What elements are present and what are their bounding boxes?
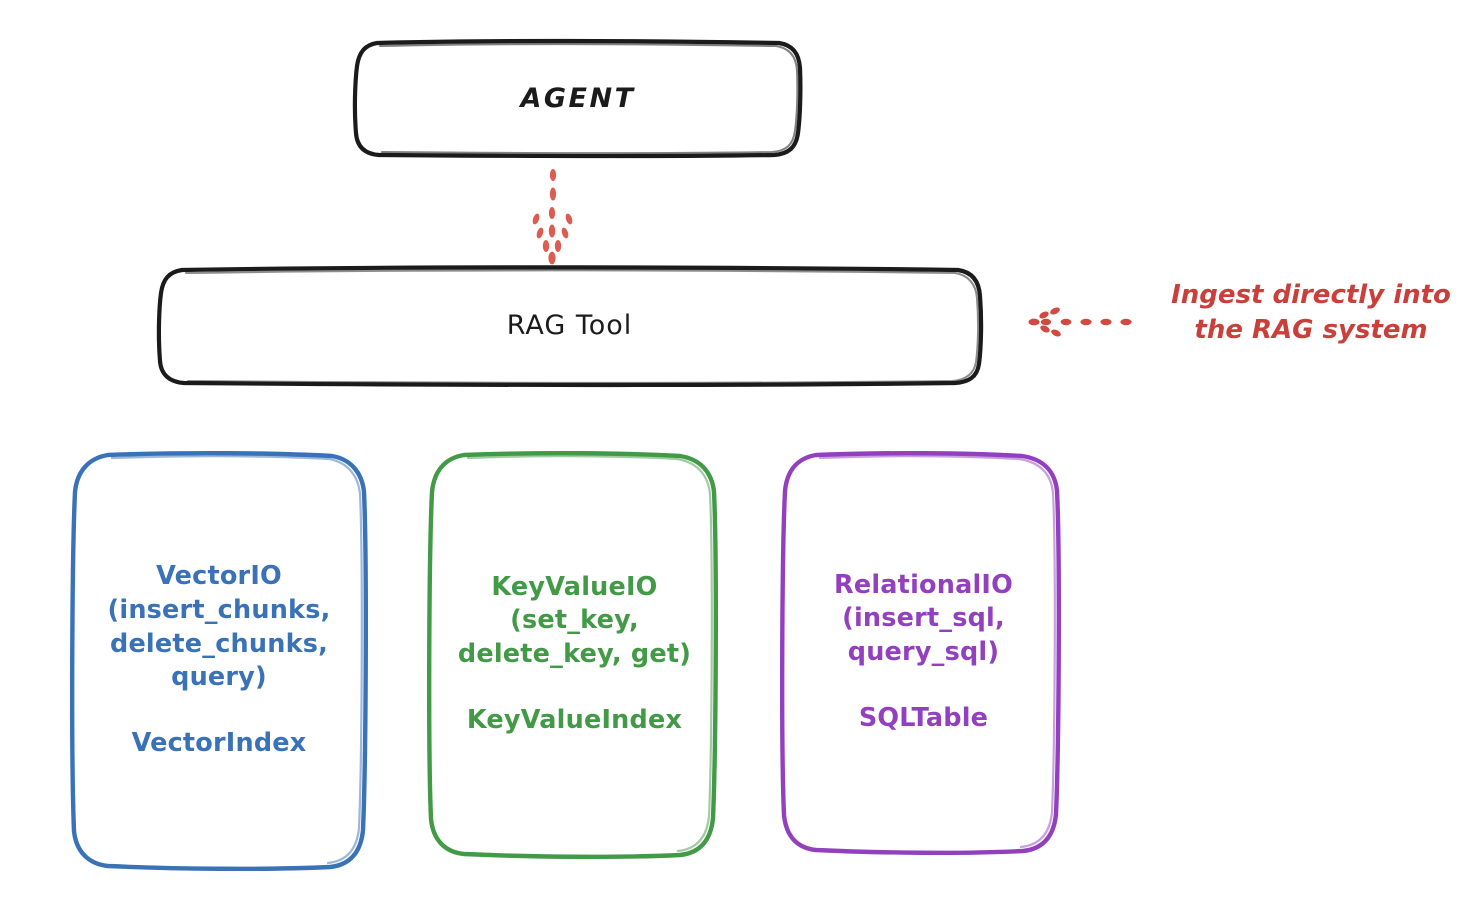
annotation-ingest-directly: Ingest directly into the RAG system: [1171, 280, 1451, 345]
node-relational-io[interactable]: RelationalIO (insert_sql, query_sql) SQL…: [784, 452, 1063, 852]
key-value-io-label: KeyValueIO (set_key, delete_key, get): [457, 571, 692, 669]
vector-io-sublabel: VectorIndex: [131, 727, 307, 758]
node-key-value-io[interactable]: KeyValueIO (set_key, delete_key, get) Ke…: [430, 452, 719, 856]
connector-ingest-to-rag-tool: [1028, 307, 1132, 337]
agent-label: AGENT: [520, 82, 636, 114]
relational-io-sublabel: SQLTable: [858, 702, 989, 733]
connector-agent-to-rag-tool: [532, 169, 573, 265]
node-agent[interactable]: AGENT: [355, 41, 801, 156]
rag-tool-box-outline: [156, 265, 984, 387]
relational-io-box-outline: [779, 450, 1062, 856]
key-value-io-box-outline: [426, 450, 719, 860]
rag-tool-label: RAG Tool: [506, 310, 633, 342]
vector-io-box-outline: [69, 450, 369, 872]
key-value-io-sublabel: KeyValueIndex: [466, 704, 683, 735]
agent-box-outline: [352, 39, 803, 159]
vector-io-label: VectorIO (insert_chunks, delete_chunks, …: [107, 561, 331, 693]
node-vector-io[interactable]: VectorIO (insert_chunks, delete_chunks, …: [72, 452, 366, 869]
node-rag-tool[interactable]: RAG Tool: [158, 268, 981, 384]
relational-io-label: RelationalIO (insert_sql, query_sql): [834, 569, 1013, 667]
